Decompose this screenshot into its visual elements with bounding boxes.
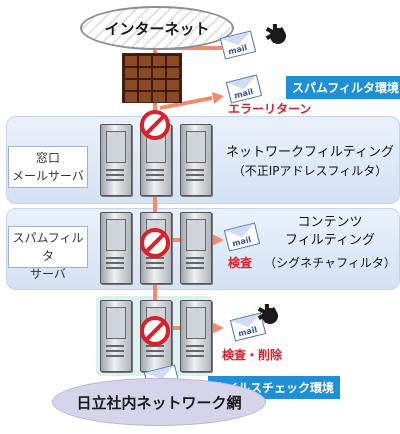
server-icon — [180, 300, 212, 372]
error-return-arrowhead — [212, 92, 224, 104]
network-filtering-title: ネットワークフィルティング — [226, 145, 394, 160]
block-icon — [140, 316, 170, 346]
inspect-delete-label: 検査・削除 — [222, 348, 283, 362]
firewall-icon — [122, 53, 182, 103]
content-filtering-sub: （シグネチャフィルタ） — [264, 256, 396, 270]
virus-arrowhead — [212, 322, 224, 334]
block-icon — [140, 228, 170, 258]
content-arrowhead — [212, 234, 224, 246]
internet-node: インターネット — [80, 6, 234, 50]
virus-icon — [256, 300, 278, 330]
network-filtering-label: ネットワークフィルティング （不正IPアドレスフィルタ） — [222, 144, 398, 180]
internet-label: インターネット — [104, 19, 210, 38]
spam-filter-server-line1: スパムフィルタ — [12, 231, 84, 263]
intranet-node: 日立社内ネットワーク網 — [52, 378, 266, 426]
intranet-label: 日立社内ネットワーク網 — [76, 393, 242, 412]
content-filtering-label: コンテンツ フィルティング — [262, 214, 398, 250]
spam-virus-icon — [264, 20, 286, 50]
block-icon — [140, 110, 170, 140]
spam-filter-env-label: スパムフィルタ環境 — [286, 76, 400, 99]
content-filtering-line1: コンテンツ — [297, 215, 363, 230]
window-mail-server-box: 窓口 メールサーバ — [8, 146, 88, 188]
flow-error-return — [159, 96, 213, 110]
server-icon — [100, 300, 132, 372]
server-icon — [180, 212, 212, 284]
network-filtering-sub: （不正IPアドレスフィルタ） — [232, 164, 388, 178]
server-icon — [100, 212, 132, 284]
server-icon — [100, 124, 132, 196]
error-return-label: エラーリターン — [228, 102, 312, 116]
spam-filter-server-box: スパムフィルタ サーバ — [8, 226, 88, 281]
window-mail-server-line1: 窓口 — [35, 151, 60, 165]
spam-filter-server-line2: サーバ — [30, 267, 66, 281]
window-mail-server-line2: メールサーバ — [12, 169, 84, 183]
inspect-label: 検査 — [228, 256, 253, 270]
content-filtering-line2: フィルティング — [285, 233, 375, 248]
server-icon — [180, 124, 212, 196]
